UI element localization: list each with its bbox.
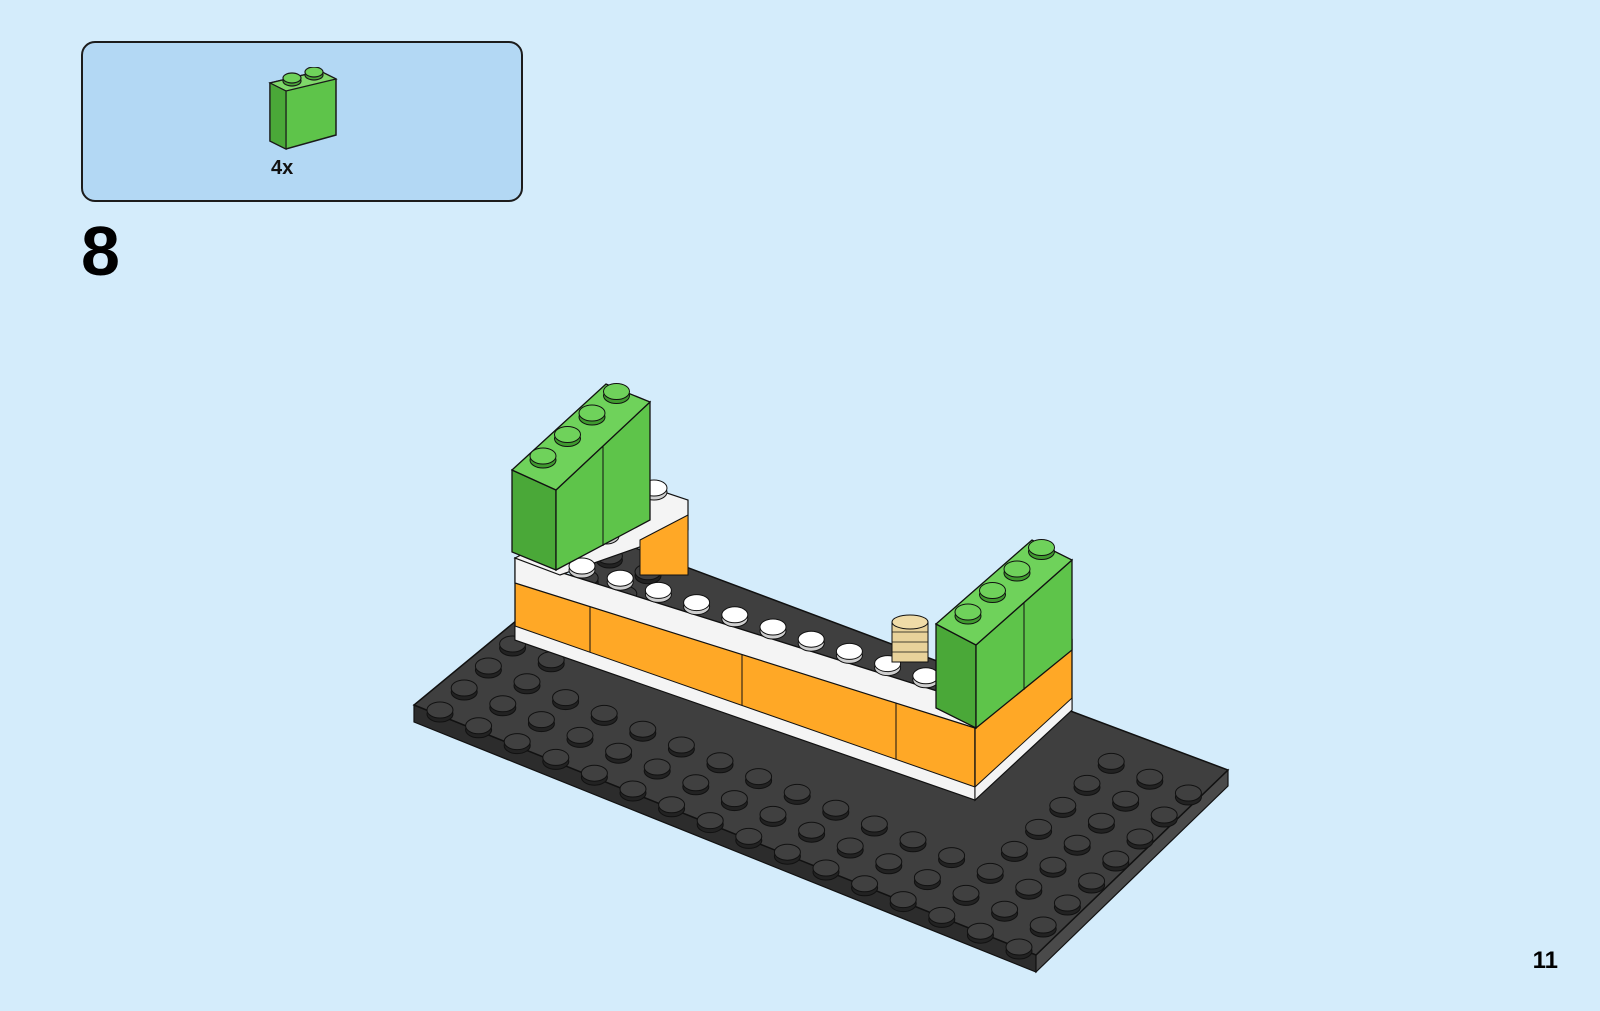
tan-round-plate-stack [892,615,928,662]
page-number: 11 [1533,947,1558,975]
